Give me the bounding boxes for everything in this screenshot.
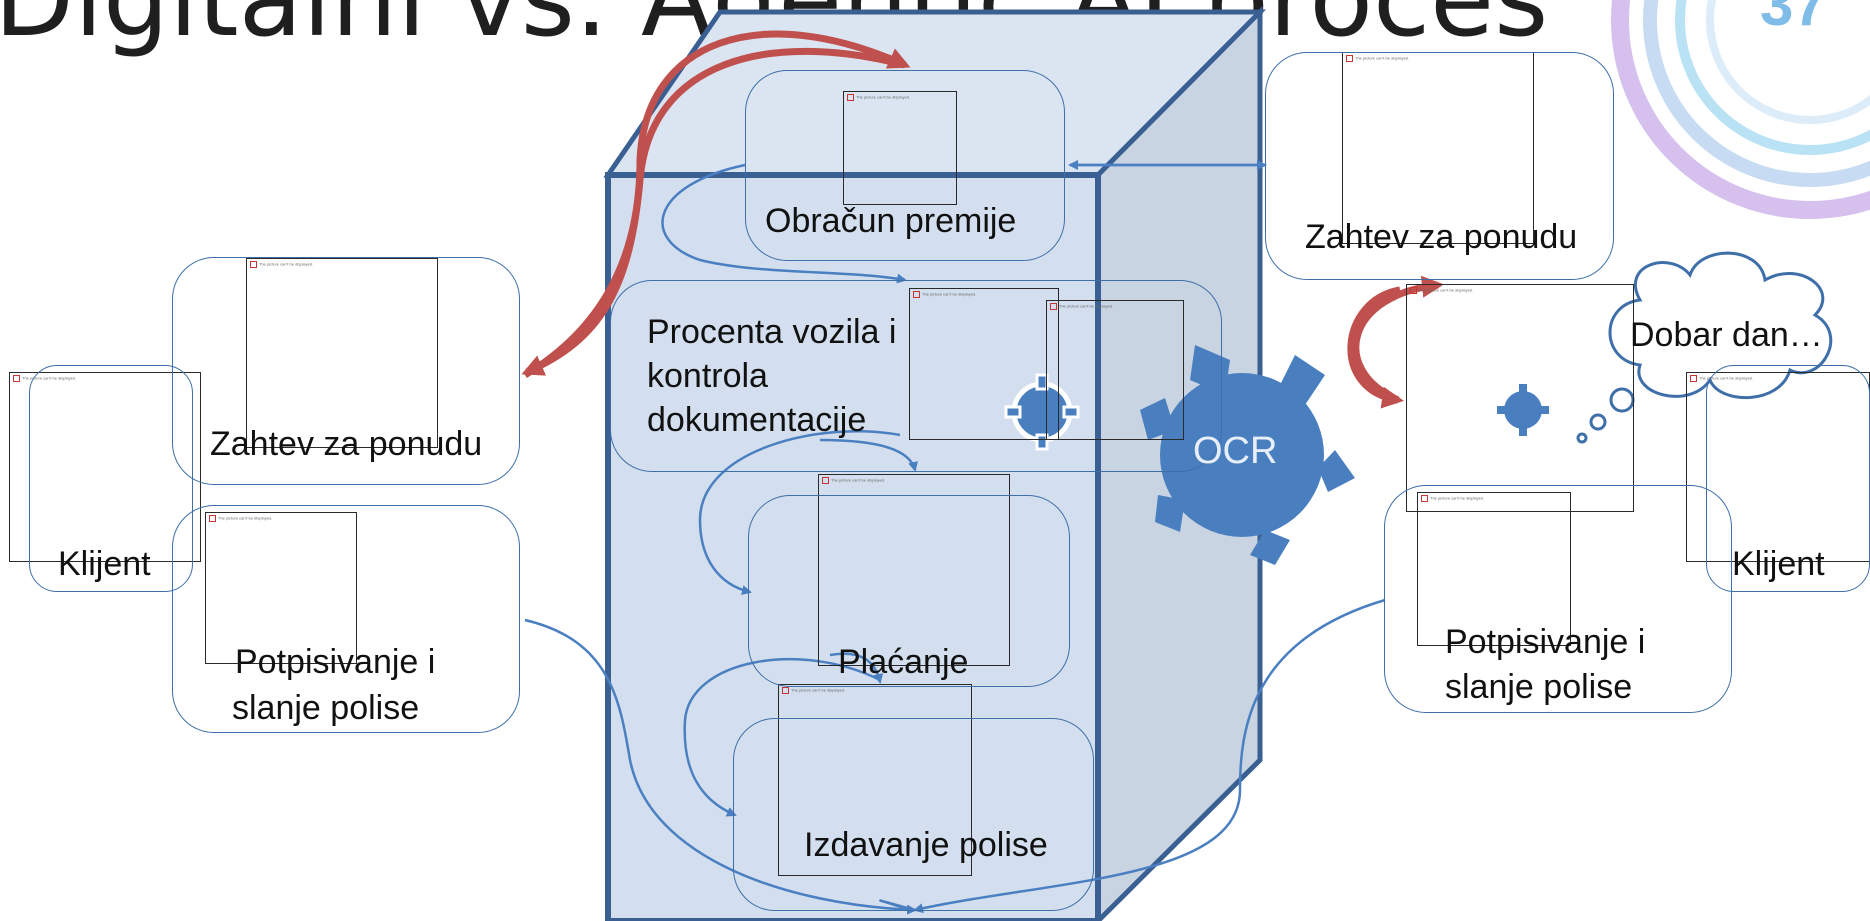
image-placeholder: The picture can't be displayed. <box>843 91 957 205</box>
right-client-label: Klijent <box>1732 545 1825 583</box>
speech-label: Dobar dan… <box>1630 316 1823 354</box>
left-sign-label-2: slanje polise <box>232 689 420 727</box>
image-placeholder: The picture can't be displayed. <box>778 684 972 876</box>
left-sign-box <box>172 505 520 733</box>
payment-box <box>748 495 1070 687</box>
left-sign-label-1: Potpisivanje i <box>235 643 436 681</box>
payment-label: Plaćanje <box>838 643 969 681</box>
premium-label: Obračun premije <box>765 202 1017 240</box>
ocr-label: OCR <box>1193 430 1278 472</box>
image-placeholder: The picture can't be displayed. <box>1046 300 1184 440</box>
premium-box <box>745 70 1065 261</box>
image-placeholder: The picture can't be displayed. <box>909 288 1059 440</box>
right-sign-label-1: Potpisivanje i <box>1445 623 1646 661</box>
inspection-label-2: kontrola <box>647 357 768 395</box>
inspection-label-1: Procenta vozila i <box>647 313 897 351</box>
gear-icon-right <box>1497 384 1549 436</box>
image-placeholder: The picture can't be displayed. <box>246 258 438 448</box>
left-request-label: Zahtev za ponudu <box>210 425 483 463</box>
process-cube <box>603 5 1267 921</box>
right-sign-box <box>1384 485 1732 713</box>
right-sign-label-2: slanje polise <box>1445 668 1633 706</box>
image-placeholder: The picture can't be displayed. <box>818 474 1010 666</box>
issuance-label: Izdavanje polise <box>804 826 1048 864</box>
inspection-label-3: dokumentacije <box>647 401 867 439</box>
issuance-box <box>733 718 1094 911</box>
svg-text:37: 37 <box>1760 0 1827 38</box>
right-request-box <box>1265 52 1614 280</box>
ocr-gear-icon <box>1140 345 1355 565</box>
left-client-label: Klijent <box>58 545 151 583</box>
blue-flow-arrows <box>524 160 1386 915</box>
gear-icon-center <box>1004 373 1080 451</box>
image-placeholder: The picture can't be displayed. <box>1406 284 1634 512</box>
inspection-box <box>610 280 1222 472</box>
left-request-box <box>172 257 520 485</box>
right-request-label: Zahtev za ponudu <box>1305 218 1578 256</box>
logo-swirl: 37 <box>1611 0 1870 219</box>
